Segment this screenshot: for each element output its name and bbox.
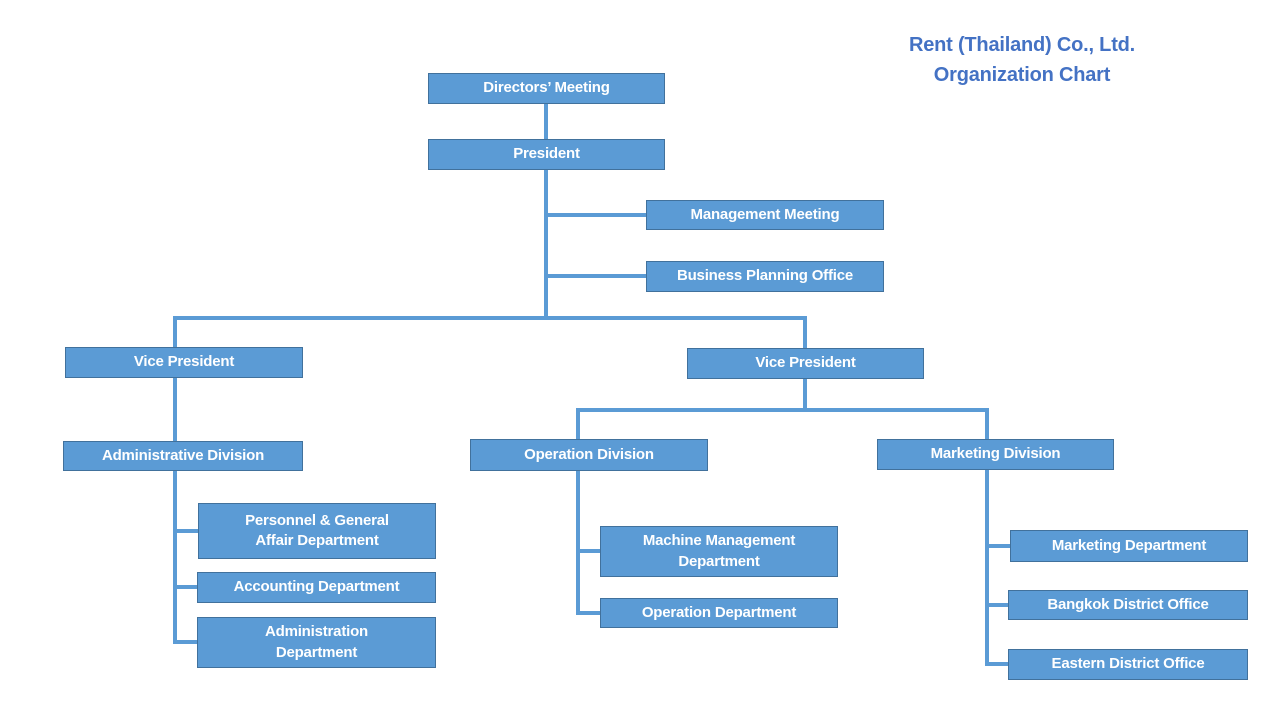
org-node-vice-president-right: Vice President [687,348,924,379]
connector-stub-machine-management [576,549,602,553]
connector-stub-eastern-office [985,662,1010,666]
org-node-business-planning-office: Business Planning Office [646,261,884,292]
connector-stub-accounting [173,585,200,589]
connector-left-vp-trunk [173,316,177,644]
org-node-operation-department: Operation Department [600,598,838,628]
connector-stub-bangkok-office [985,603,1010,607]
connector-stub-marketing-department [985,544,1012,548]
connector-marketing-trunk [985,408,989,666]
connector-directors-to-president [544,103,548,141]
connector-branch-business-planning [544,274,648,278]
org-node-operation-division: Operation Division [470,439,708,471]
org-node-accounting-department: Accounting Department [197,572,436,603]
org-node-marketing-department: Marketing Department [1010,530,1248,562]
connector-operation-trunk [576,408,580,615]
org-node-administration-department: Administration Department [197,617,436,668]
connector-branch-management-meeting [544,213,648,217]
connector-second-horizontal [576,408,989,412]
connector-stub-administration [173,640,200,644]
chart-title-line1: Rent (Thailand) Co., Ltd. [908,34,1136,56]
connector-stub-personnel [173,529,200,533]
org-node-management-meeting: Management Meeting [646,200,884,230]
org-node-president: President [428,139,665,170]
org-node-vice-president-left: Vice President [65,347,303,378]
connector-president-trunk [544,169,548,320]
org-node-directors-meeting: Directors’ Meeting [428,73,665,104]
chart-title: Rent (Thailand) Co., Ltd. Organization C… [860,30,1184,90]
org-node-administrative-division: Administrative Division [63,441,303,471]
chart-title-line2: Organization Chart [933,64,1111,86]
org-node-bangkok-district-office: Bangkok District Office [1008,590,1248,620]
org-node-personnel-general-affair-department: Personnel & General Affair Department [198,503,436,559]
org-node-marketing-division: Marketing Division [877,439,1114,470]
connector-stub-operation-department [576,611,602,615]
org-node-machine-management-department: Machine Management Department [600,526,838,577]
connector-main-horizontal [173,316,807,320]
org-node-eastern-district-office: Eastern District Office [1008,649,1248,680]
